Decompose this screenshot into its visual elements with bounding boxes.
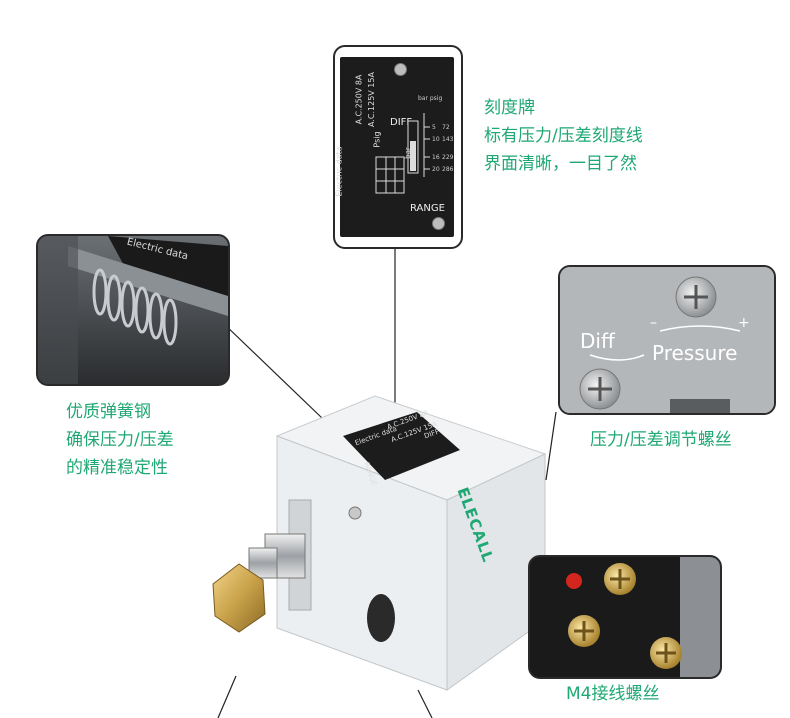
scale-psig-values: 72 143 229 286 [442, 122, 453, 176]
callout-line: 的精准稳定性 [66, 458, 168, 478]
terminals-callout: M4接线螺丝 [566, 680, 659, 708]
terminals-inset [528, 555, 722, 679]
screw-icon [432, 217, 445, 230]
leader-line-cable [417, 689, 433, 718]
callout-line: 界面清晰，一目了然 [484, 154, 637, 174]
adjust-photo [560, 267, 774, 413]
scale-graphic [375, 113, 430, 194]
callout-line: 标有压力/压差刻度线 [484, 126, 643, 146]
scale-plate-callout: 刻度牌 标有压力/压差刻度线 界面清晰，一目了然 [484, 94, 643, 178]
scale-psig-value: 72 [442, 124, 450, 131]
range-label: RANGE [410, 203, 445, 214]
scale-bar-value: 16 [432, 154, 440, 161]
scale-bar-value: 5 [432, 124, 436, 131]
callout-line: 压力/压差调节螺丝 [590, 430, 732, 450]
leader-line-nut [217, 675, 237, 718]
pressure-switch-device [212, 395, 547, 691]
scale-bar-value: 10 [432, 136, 440, 143]
plus-sign: + [738, 315, 750, 331]
callout-line: 刻度牌 [484, 98, 535, 118]
spring-photo [38, 236, 228, 384]
leader-line-screws [545, 411, 557, 481]
scale-psig-value: 143 [442, 136, 454, 143]
scale-bar-values: 5 10 16 20 [432, 122, 440, 176]
leader-line-spring [221, 321, 323, 419]
terminals-photo [530, 557, 720, 677]
scale-psig-value: 286 [442, 166, 454, 173]
callout-line: 确保压力/压差 [66, 430, 174, 450]
bar-psig-label: bar psig [418, 95, 443, 102]
scale-plate-inset: Electric data A.C.250V 8A A.C.125V 15A P… [333, 45, 463, 249]
screw-icon [394, 63, 407, 76]
diff-label: DIFF [390, 117, 413, 128]
diff-adjust-label: Diff [580, 329, 615, 353]
scale-psig-value: 229 [442, 154, 454, 161]
screws-callout: 压力/压差调节螺丝 [590, 426, 732, 454]
spring-callout: 优质弹簧钢 确保压力/压差 的精准稳定性 [66, 398, 174, 482]
spring-inset: Electric data [36, 234, 230, 386]
adjust-screws-inset: Diff Pressure – + [558, 265, 776, 415]
callout-line: M4接线螺丝 [566, 684, 660, 704]
minus-sign: – [650, 315, 657, 331]
scale-bar-value: 20 [432, 166, 440, 173]
callout-line: 优质弹簧钢 [66, 402, 151, 422]
pressure-adjust-label: Pressure [652, 341, 738, 365]
scale-plate: Electric data A.C.250V 8A A.C.125V 15A P… [335, 57, 454, 237]
